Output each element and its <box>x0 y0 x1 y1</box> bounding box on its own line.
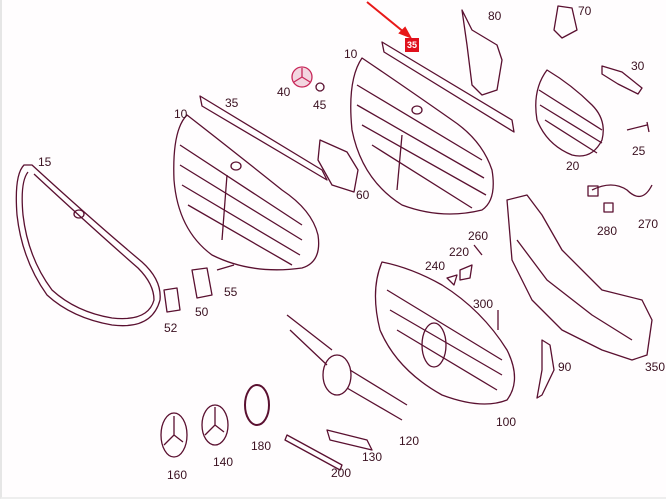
part-label-280[interactable]: 280 <box>597 224 618 238</box>
highlighted-part-callout[interactable]: 35 <box>405 38 419 52</box>
part-label-270[interactable]: 270 <box>638 217 659 231</box>
part-270-wire <box>591 184 653 197</box>
part-280-clip <box>603 202 614 213</box>
part-label-35[interactable]: 35 <box>225 96 239 110</box>
part-label-100[interactable]: 100 <box>496 415 517 429</box>
part-label-300[interactable]: 300 <box>473 297 494 311</box>
part-55-screw <box>216 264 235 271</box>
part-label-350[interactable]: 350 <box>645 360 666 374</box>
part-label-80[interactable]: 80 <box>488 9 502 23</box>
part-label-30[interactable]: 30 <box>631 59 645 73</box>
part-10-grille-a <box>173 114 320 271</box>
part-label-60[interactable]: 60 <box>356 188 370 202</box>
part-50-clip <box>191 267 213 299</box>
part-270-connector <box>587 185 599 197</box>
part-label-130[interactable]: 130 <box>362 450 383 464</box>
part-220-clip <box>459 264 473 281</box>
part-40-emblem <box>291 66 313 88</box>
part-label-180[interactable]: 180 <box>251 439 272 453</box>
part-10-grille-b <box>350 57 494 215</box>
part-label-240[interactable]: 240 <box>425 259 446 273</box>
part-15-grille-frame <box>15 164 161 327</box>
part-label-52[interactable]: 52 <box>164 321 178 335</box>
part-90-bracket <box>536 339 555 399</box>
part-350-lower-frame <box>506 194 653 361</box>
part-label-20[interactable]: 20 <box>566 159 580 173</box>
part-label-50[interactable]: 50 <box>195 305 209 319</box>
part-120-grille-bars <box>286 314 408 421</box>
part-label-10[interactable]: 10 <box>174 107 188 121</box>
part-180-ring <box>244 384 270 426</box>
part-label-200[interactable]: 200 <box>331 466 352 480</box>
part-140-star <box>201 404 229 446</box>
part-label-140[interactable]: 140 <box>213 455 234 469</box>
part-25-screw <box>626 121 650 133</box>
part-label-25[interactable]: 25 <box>632 144 646 158</box>
part-label-120[interactable]: 120 <box>399 434 420 448</box>
part-45-clip <box>315 82 325 92</box>
part-60-cover <box>317 139 359 193</box>
part-260-screw <box>473 244 483 256</box>
part-52-clip <box>163 287 181 313</box>
part-label-90[interactable]: 90 <box>558 360 572 374</box>
part-label-40[interactable]: 40 <box>277 85 291 99</box>
part-label-45[interactable]: 45 <box>313 98 327 112</box>
part-35-trim-strip <box>199 95 328 181</box>
part-label-70[interactable]: 70 <box>578 4 592 18</box>
highlight-arrow <box>366 1 413 39</box>
part-20-grille-insert <box>535 69 604 157</box>
part-label-15[interactable]: 15 <box>38 155 52 169</box>
part-30-bracket <box>601 65 643 95</box>
part-label-160[interactable]: 160 <box>167 468 188 482</box>
part-label-260[interactable]: 260 <box>468 229 489 243</box>
part-100-main-grille <box>374 261 516 405</box>
part-label-10[interactable]: 10 <box>344 47 358 61</box>
part-160-star <box>160 412 188 458</box>
part-80-bracket <box>461 9 503 96</box>
part-70-sensor <box>553 5 578 39</box>
part-label-220[interactable]: 220 <box>449 245 470 259</box>
part-35-trim-strip-b <box>381 41 515 133</box>
part-130-trim <box>326 429 373 451</box>
part-label-55[interactable]: 55 <box>224 285 238 299</box>
part-240-clip <box>446 274 458 286</box>
part-200-trim <box>284 434 343 471</box>
